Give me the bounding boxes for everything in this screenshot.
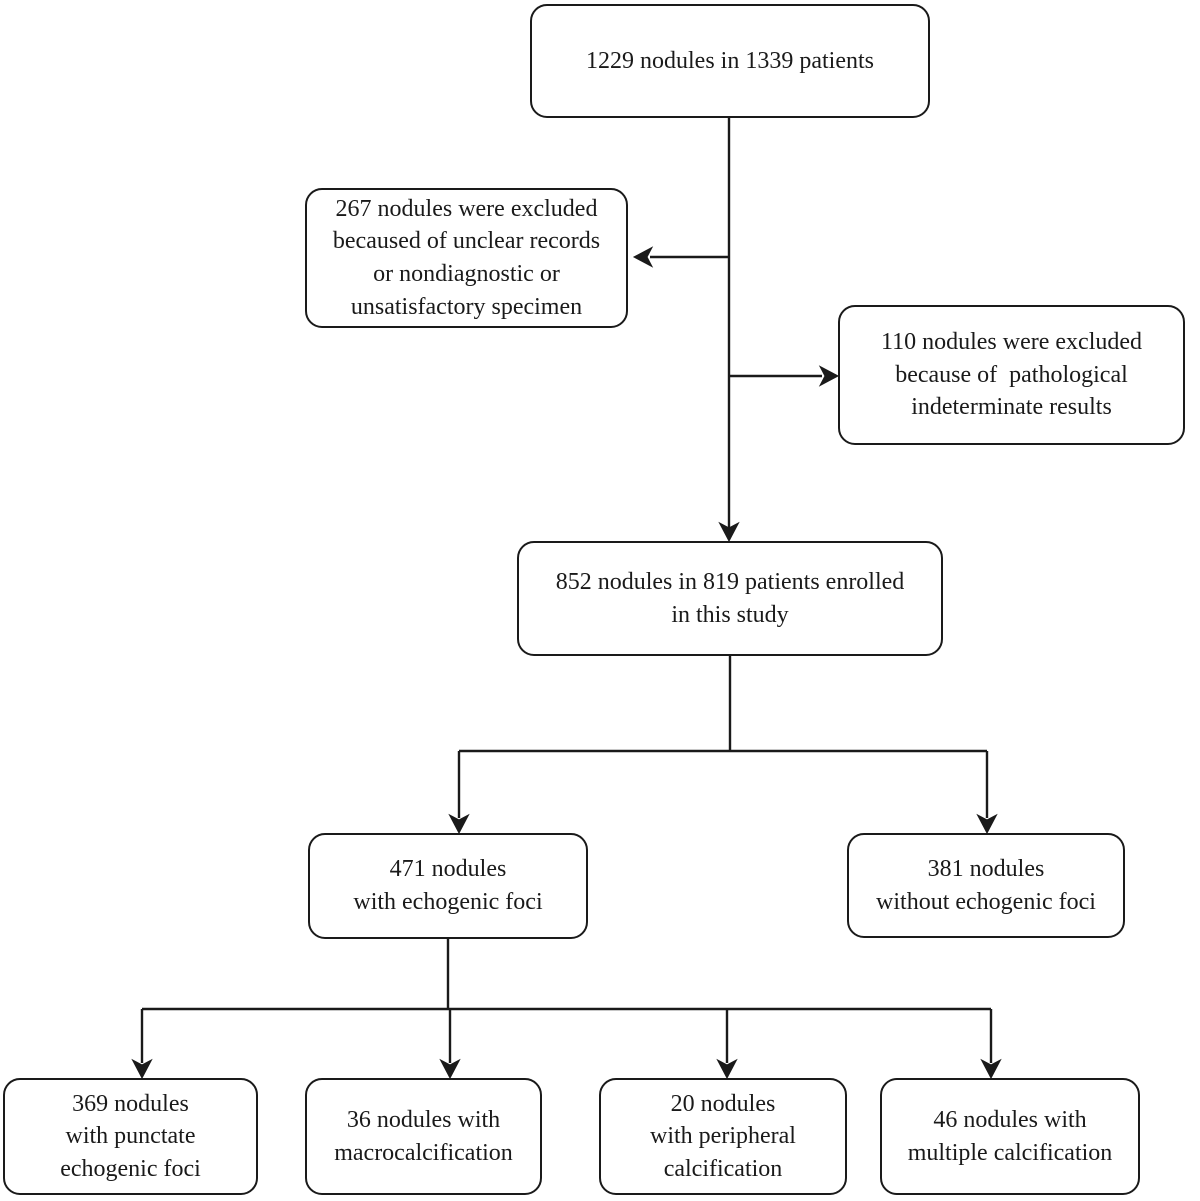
arrowhead-down-macro: [439, 1058, 461, 1080]
node-excluded-unclear-records: 267 nodules were excluded becaused of un…: [305, 188, 628, 328]
arrowhead-left-excluded-unclear: [632, 246, 654, 268]
node-enrolled: 852 nodules in 819 patients enrolled in …: [517, 541, 943, 656]
arrowhead-right-excluded-pathological: [818, 365, 840, 387]
node-no-echogenic-foci-label: 381 nodules without echogenic foci: [876, 855, 1096, 915]
arrowhead-down-peripheral: [716, 1058, 738, 1080]
arrowhead-down-punctate: [131, 1058, 153, 1080]
node-multiple-calcification-label: 46 nodules with multiple calcification: [907, 1106, 1113, 1166]
node-punctate-echogenic-foci: 369 nodules with punctate echogenic foci: [3, 1078, 258, 1195]
arrowhead-down-no-echogenic: [976, 813, 998, 835]
node-initial-cohort-label: 1229 nodules in 1339 patients: [586, 47, 874, 74]
node-punctate-echogenic-foci-label: 369 nodules with punctate echogenic foci: [60, 1090, 201, 1182]
node-echogenic-foci: 471 nodules with echogenic foci: [308, 833, 588, 939]
node-excluded-unclear-records-label: 267 nodules were excluded becaused of un…: [332, 195, 601, 320]
arrowhead-down-multiple: [980, 1058, 1002, 1080]
node-excluded-pathological: 110 nodules were excluded because of pat…: [838, 305, 1185, 445]
node-macrocalcification-label: 36 nodules with macrocalcification: [334, 1106, 513, 1166]
node-peripheral-calcification-label: 20 nodules with peripheral calcification: [650, 1090, 796, 1182]
arrowhead-down-enrolled: [718, 521, 740, 543]
node-echogenic-foci-label: 471 nodules with echogenic foci: [353, 856, 543, 915]
arrowhead-down-echogenic: [448, 813, 470, 835]
node-enrolled-label: 852 nodules in 819 patients enrolled in …: [555, 568, 905, 628]
node-macrocalcification: 36 nodules with macrocalcification: [305, 1078, 542, 1195]
node-peripheral-calcification: 20 nodules with peripheral calcification: [599, 1078, 847, 1195]
node-no-echogenic-foci: 381 nodules without echogenic foci: [847, 833, 1125, 938]
node-excluded-pathological-label: 110 nodules were excluded because of pat…: [880, 329, 1143, 421]
node-initial-cohort: 1229 nodules in 1339 patients: [530, 4, 930, 118]
node-multiple-calcification: 46 nodules with multiple calcification: [880, 1078, 1140, 1195]
